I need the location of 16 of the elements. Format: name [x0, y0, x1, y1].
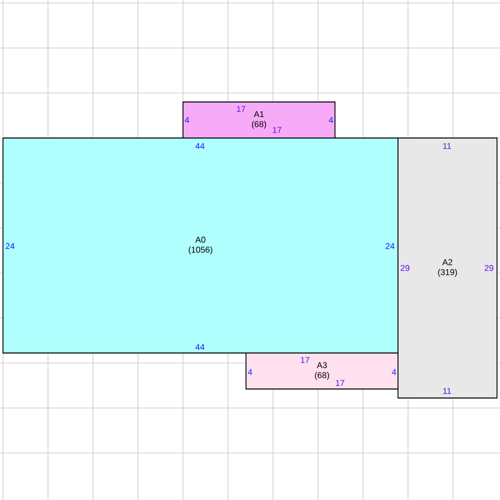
dimension-label: 17 [336, 380, 344, 386]
dimension-label: 24 [6, 243, 14, 249]
dimension-label: 17 [236, 106, 246, 112]
dimension-label: 4 [248, 369, 252, 375]
dimension-label: 24 [386, 243, 394, 249]
dimension-label: 44 [195, 344, 204, 350]
dimension-label: 4 [184, 117, 190, 123]
dimension-label: 11 [443, 143, 451, 149]
dimension-label: 29 [400, 265, 410, 271]
dimension-label: 4 [328, 117, 334, 123]
dimension-label: 17 [300, 357, 310, 363]
dimension-label: 4 [392, 369, 396, 375]
dimension-label: 29 [484, 265, 494, 271]
dimension-label: 44 [195, 143, 204, 149]
dimension-label: 11 [443, 388, 451, 394]
dimension-label: 17 [272, 127, 282, 133]
